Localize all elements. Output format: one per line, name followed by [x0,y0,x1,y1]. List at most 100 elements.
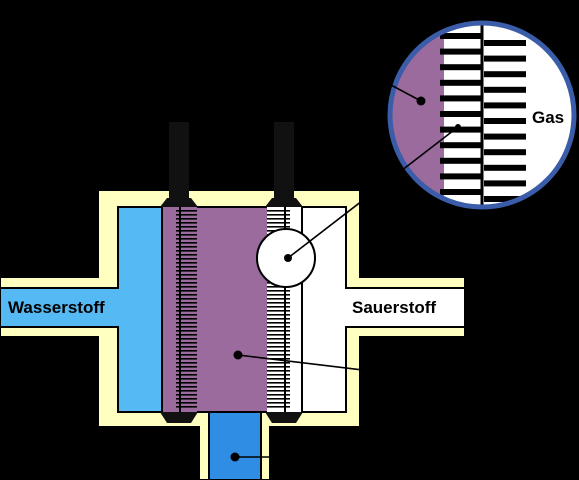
electrode-pore-line [176,278,197,280]
electrode-pore-line [176,350,197,352]
electrode-pore-line [176,266,197,268]
magnified-pore-right [484,55,526,62]
electrode-pore-line [267,378,290,380]
electrode-pore-line [267,218,290,220]
magnified-pore-right [484,149,526,156]
positive-electrode-cap-top [265,198,303,207]
label-plus: + [304,148,319,178]
electrode-pore-line [267,386,290,388]
electrode-pore-line [267,214,290,216]
electrode-pore-line [176,354,197,356]
electrode-pore-line [176,214,197,216]
electrode-pore-line [267,382,290,384]
electrode-pore-line [267,210,290,212]
electrode-pore-line [176,262,197,264]
electrode-pore-line [176,406,197,408]
magnified-pore-left [440,79,482,86]
electrode-pore-line [176,346,197,348]
electrode-pore-line [176,390,197,392]
magnified-pore-left [440,189,482,195]
electrode-pore-line [176,218,197,220]
electrode-pore-line [176,374,197,376]
electrode-pore-line [267,302,290,304]
magnified-pore-right [484,40,526,46]
electrode-pore-line [176,306,197,308]
positive-electrode-post [274,122,294,200]
electrode-pore-line [267,358,290,360]
electrode-pore-line [176,394,197,396]
magnified-pore-right [484,102,526,109]
label-water: Wasser [309,450,363,467]
electrode-pore-line [267,394,290,396]
negative-electrode-post [169,122,189,200]
electrode-pore-line [267,402,290,404]
electrode-pore-line [176,382,197,384]
electrode-pore-line [176,286,197,288]
electrode-pore-line [267,406,290,408]
pointer-electrolyte-mid [237,354,405,376]
magnified-pore-right [484,86,526,93]
electrode-pore-line [176,270,197,272]
label-minus: – [136,147,151,177]
label-electrolyte-top: Elektrolyt [242,10,308,27]
negative-electrode-porous-layer [163,207,197,412]
electrode-pore-line [267,310,290,312]
electrode-pore-line [176,242,197,244]
magnified-pore-left [440,142,482,149]
magnified-pore-left [440,95,482,102]
electrode-pore-line [267,290,290,292]
positive-electrode-cap-bottom [265,412,303,423]
magnified-pore-right [484,118,526,124]
magnified-pore-left [440,33,482,39]
electrode-pore-line [267,390,290,392]
electrode-pore-line [176,386,197,388]
electrode-pore-line [267,366,290,368]
electrode-pore-line [176,322,197,324]
electrode-pore-line [176,294,197,296]
electrode-pore-line [267,306,290,308]
electrode-pore-line [176,290,197,292]
magnified-pore-right [484,196,526,202]
electrode-pore-line [267,222,290,224]
magnified-pore-left [440,64,482,71]
pointer-electrolyte-top [283,27,422,102]
magnified-pore-right [484,71,526,78]
negative-electrode-cap-bottom [160,412,198,423]
electrode-pore-line [176,274,197,276]
magnified-pore-left [440,48,482,55]
oxygen-chamber [301,206,466,413]
electrode-pore-line [176,342,197,344]
magnified-pore-right [484,164,526,171]
electrode-pore-line [267,226,290,228]
magnifier-gas-dot [455,124,461,130]
electrode-pore-line [267,354,290,356]
pointer-gas-bubble [287,126,459,259]
electrode-pore-line [176,370,197,372]
magnified-pore-left [440,173,482,180]
electrode-pore-line [176,314,197,316]
electrode-pore-line [267,322,290,324]
electrode-pore-line [176,338,197,340]
electrode-pore-line [176,402,197,404]
electrode-pore-line [176,234,197,236]
electrode-pore-line [176,358,197,360]
electrode-pore-line [267,330,290,332]
electrode-pore-line [176,310,197,312]
electrode-pore-line [267,374,290,376]
electrode-pore-line [176,302,197,304]
electrode-pore-line [176,246,197,248]
electrode-pore-line [267,326,290,328]
electrode-pore-line [267,346,290,348]
electrode-pore-line [176,318,197,320]
electrode-pore-line [176,258,197,260]
electrode-pore-line [267,314,290,316]
electrode-pore-line [176,326,197,328]
label-hydrogen: Wasserstoff [8,298,105,317]
label-electrodes: Elektroden [181,90,258,107]
electrode-pore-line [176,362,197,364]
electrode-pore-line [176,298,197,300]
electrode-pore-line [176,226,197,228]
electrode-pore-line [176,378,197,380]
electrode-pore-line [267,298,290,300]
electrode-pore-line [267,318,290,320]
